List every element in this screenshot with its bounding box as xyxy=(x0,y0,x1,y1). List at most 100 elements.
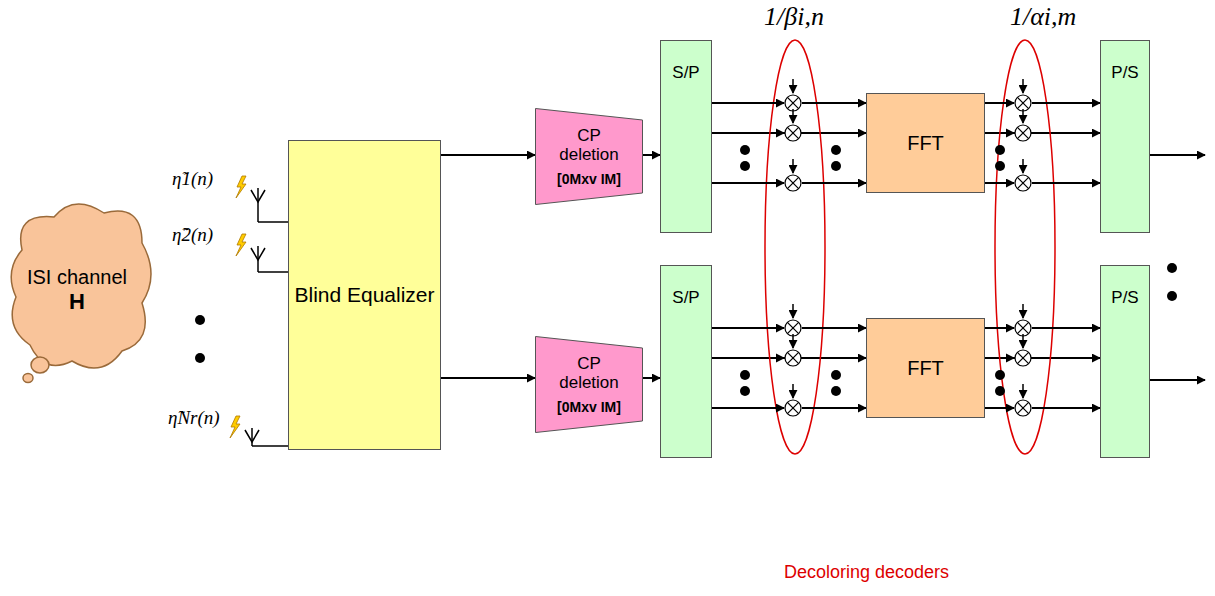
ellipsis-dot xyxy=(995,386,1005,396)
scale-input-arrow xyxy=(1022,304,1024,318)
multiplier-cross xyxy=(1017,352,1028,363)
cloud-puff xyxy=(31,357,49,373)
scale-input-arrow xyxy=(1022,109,1024,123)
multiplier-cross xyxy=(1017,322,1028,333)
ellipsis-dot xyxy=(995,145,1005,155)
multiplier-symbol xyxy=(1015,125,1031,141)
branch-arrow xyxy=(712,327,784,329)
multiplier-cross xyxy=(787,97,798,108)
multiplier-symbol xyxy=(1015,350,1031,366)
branch-arrow xyxy=(802,407,866,409)
multiplier-cross xyxy=(787,127,798,138)
branch-arrow xyxy=(712,182,784,184)
branch-arrow xyxy=(985,102,1014,104)
multiplier-cross xyxy=(787,322,798,333)
branch-arrowhead xyxy=(776,129,785,138)
scale-input-arrow xyxy=(792,79,794,93)
scaling-factor: 1/αi,m xyxy=(1010,2,1076,32)
branch-arrow xyxy=(985,327,1014,329)
multiplier-symbol xyxy=(1015,95,1031,111)
multiplier-cross xyxy=(787,352,798,363)
multiplier-symbol xyxy=(785,320,801,336)
multiplier-cross xyxy=(1017,127,1028,138)
antenna-mast xyxy=(257,246,259,272)
multiplier-symbol xyxy=(1015,175,1031,191)
group-caption: Decoloring decoders xyxy=(784,562,949,583)
output-arrow xyxy=(1150,379,1205,381)
antenna-wire xyxy=(258,271,288,273)
parallel-serial-box: P/S xyxy=(1100,265,1150,458)
branch-arrow xyxy=(1032,102,1100,104)
parallel-serial-box: P/S xyxy=(1100,40,1150,233)
branch-arrow xyxy=(985,182,1014,184)
scale-input-arrow xyxy=(1022,159,1024,173)
noise-bolt xyxy=(230,416,240,438)
multiplier-cross xyxy=(1017,402,1028,413)
ellipsis-dot xyxy=(995,161,1005,171)
branch-arrow xyxy=(985,407,1014,409)
multiplier-cross xyxy=(1017,177,1028,188)
signal-arrow xyxy=(441,154,535,156)
node-title: CP deletion xyxy=(548,126,630,165)
noise-label: η̃2(n) xyxy=(172,224,213,246)
ellipsis-dot xyxy=(831,145,841,155)
noise-bolt xyxy=(236,234,246,256)
scale-input-arrow xyxy=(792,159,794,173)
ellipsis-dot xyxy=(1167,291,1177,301)
output-arrow xyxy=(1150,154,1205,156)
multiplier-cross xyxy=(1017,322,1028,333)
ellipsis-dot xyxy=(195,315,205,325)
cloud-puff xyxy=(23,374,33,383)
multiplier-symbol xyxy=(785,350,801,366)
signal-arrow xyxy=(441,377,535,379)
serial-parallel-box: S/P xyxy=(660,265,712,458)
multiplier-symbol xyxy=(785,175,801,191)
scale-input-arrow xyxy=(1022,384,1024,398)
branch-arrow xyxy=(802,102,866,104)
scale-input-arrow xyxy=(792,109,794,123)
signal-arrow xyxy=(643,377,660,379)
multiplier-cross xyxy=(1017,402,1028,413)
multiplier-cross xyxy=(787,402,798,413)
scale-input-arrow xyxy=(792,304,794,318)
scale-input-arrow xyxy=(792,334,794,348)
noise-label: η̃Nr(n) xyxy=(168,407,220,429)
cloud-shape xyxy=(11,204,151,368)
scale-input-arrow xyxy=(1022,79,1024,93)
branch-arrow xyxy=(1032,407,1100,409)
channel-cloud: ISI channelH xyxy=(2,195,152,385)
node-subtitle: H xyxy=(69,289,85,314)
multiplier-cross xyxy=(787,177,798,188)
multiplier-cross xyxy=(787,352,798,363)
branch-arrow xyxy=(712,407,784,409)
multiplier-cross xyxy=(787,97,798,108)
equalizer-box: Blind Equalizer xyxy=(288,140,441,450)
cp-deletion-block: CP deletion[0Mxv IM] xyxy=(535,108,643,205)
multiplier-cross xyxy=(787,322,798,333)
antenna-mast xyxy=(251,428,253,446)
branch-arrowhead xyxy=(1006,354,1015,363)
node-title: ISI channel xyxy=(27,266,127,289)
ellipsis-dot xyxy=(740,386,750,396)
antenna-wire xyxy=(258,221,288,223)
trapezoid-shape xyxy=(536,109,643,205)
branch-arrow xyxy=(1032,182,1100,184)
multiplier-cross xyxy=(1017,97,1028,108)
cp-deletion-block: CP deletion[0Mxv IM] xyxy=(535,336,643,433)
node-title: S/P xyxy=(672,63,699,83)
node-title: CP deletion xyxy=(548,354,630,393)
node-title: FFT xyxy=(907,357,944,380)
node-title: FFT xyxy=(907,132,944,155)
ellipsis-dot xyxy=(740,161,750,171)
branch-arrow xyxy=(802,182,866,184)
ellipsis-dot xyxy=(995,370,1005,380)
ellipsis-dot xyxy=(740,370,750,380)
ellipsis-dot xyxy=(195,353,205,363)
trapezoid-shape xyxy=(536,337,643,433)
scale-input-arrow xyxy=(1022,334,1024,348)
multiplier-cross xyxy=(1017,127,1028,138)
node-title: P/S xyxy=(1111,63,1138,83)
signal-arrow xyxy=(985,357,1100,359)
